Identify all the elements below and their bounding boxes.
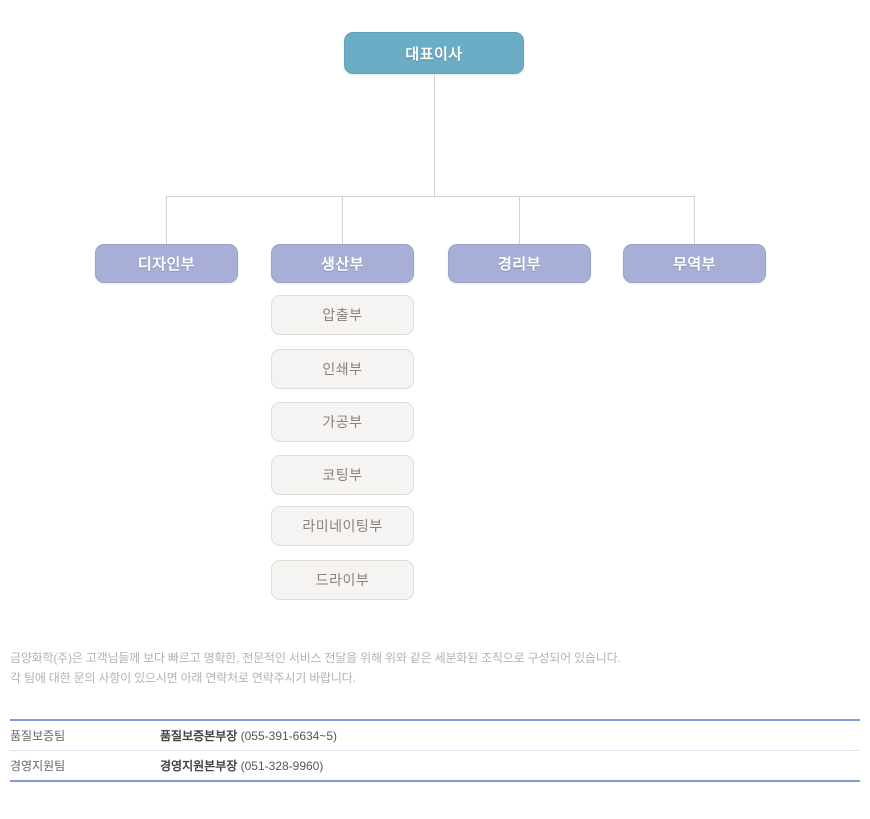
org-node-design-label: 디자인부	[137, 256, 196, 273]
org-node-subunit-processing-label: 가공부	[322, 414, 363, 430]
org-node-subunit-coating-label: 코팅부	[322, 467, 363, 483]
description-line-1: 금양화학(주)은 고객님들께 보다 빠르고 명확한, 전문적인 서비스 전달을 …	[10, 651, 621, 665]
org-node-ceo-label: 대표이사	[405, 45, 463, 63]
org-node-subunit-processing[interactable]: 가공부	[271, 402, 414, 442]
org-node-design[interactable]: 디자인부	[95, 244, 238, 283]
contact-role: 경영지원본부장	[160, 759, 238, 773]
contact-details: 경영지원본부장 (051-328-9960)	[160, 750, 860, 781]
contact-phone: (051-328-9960)	[240, 759, 324, 773]
contact-details: 품질보증본부장 (055-391-6634~5)	[160, 720, 860, 751]
org-node-subunit-printing-label: 인쇄부	[322, 361, 363, 377]
connector-drop-trade	[694, 196, 695, 244]
org-node-ceo[interactable]: 대표이사	[344, 32, 524, 74]
table-row: 품질보증팀 품질보증본부장 (055-391-6634~5)	[10, 720, 860, 751]
connector-ceo-vertical	[434, 74, 435, 196]
contact-team-name: 품질보증팀	[10, 729, 66, 743]
org-node-accounting-label: 경리부	[498, 256, 541, 273]
org-node-subunit-dry[interactable]: 드라이부	[271, 560, 414, 600]
org-node-subunit-extrusion-label: 압출부	[322, 307, 363, 323]
org-node-subunit-printing[interactable]: 인쇄부	[271, 349, 414, 389]
table-row: 경영지원팀 경영지원본부장 (051-328-9960)	[10, 750, 860, 781]
org-node-subunit-laminating[interactable]: 라미네이팅부	[271, 506, 414, 546]
org-node-trade-label: 무역부	[673, 256, 716, 273]
connector-drop-design	[166, 196, 167, 244]
org-node-accounting[interactable]: 경리부	[448, 244, 591, 283]
contact-table: 품질보증팀 품질보증본부장 (055-391-6634~5) 경영지원팀 경영지…	[10, 719, 860, 782]
org-node-subunit-dry-label: 드라이부	[315, 572, 370, 588]
contact-role: 품질보증본부장	[160, 729, 238, 743]
connector-horizontal-bus	[166, 196, 695, 197]
contact-phone: (055-391-6634~5)	[240, 729, 338, 743]
connector-drop-production	[342, 196, 343, 244]
contact-team-name: 경영지원팀	[10, 750, 160, 781]
org-chart: 대표이사 디자인부 생산부 경리부 무역부 압출부 인쇄부 가공부 코팅부 라미…	[95, 32, 766, 600]
org-node-subunit-coating[interactable]: 코팅부	[271, 455, 414, 495]
org-node-subunit-extrusion[interactable]: 압출부	[271, 295, 414, 335]
org-node-subunit-laminating-label: 라미네이팅부	[302, 518, 383, 534]
org-node-trade[interactable]: 무역부	[623, 244, 766, 283]
org-node-production[interactable]: 생산부	[271, 244, 414, 283]
description-block: 금양화학(주)은 고객님들께 보다 빠르고 명확한, 전문적인 서비스 전달을 …	[10, 648, 830, 688]
org-node-production-label: 생산부	[321, 256, 364, 273]
connector-drop-accounting	[519, 196, 520, 244]
description-line-2: 각 팀에 대한 문의 사항이 있으시면 아래 연락처로 연락주시기 바랍니다.	[10, 671, 356, 685]
